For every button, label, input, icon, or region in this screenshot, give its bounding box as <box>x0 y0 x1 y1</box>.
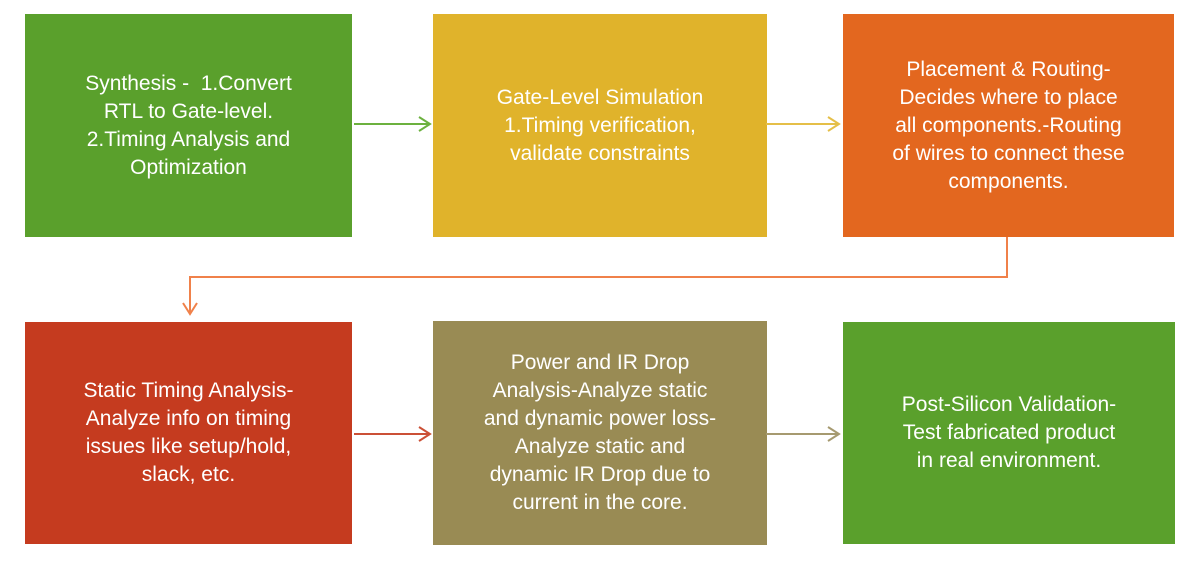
flow-step-placement-routing: Placement & Routing- Decides where to pl… <box>843 14 1174 237</box>
flow-step-gate-level-simulation: Gate-Level Simulation 1.Timing verificat… <box>433 14 767 237</box>
flow-step-power-ir-drop-analysis: Power and IR Drop Analysis-Analyze stati… <box>433 321 767 545</box>
arrow-synthesis-to-gate-level-simulation <box>354 116 432 132</box>
arrow-placement-routing-to-static-timing-analysis <box>182 237 1008 316</box>
arrow-gate-level-simulation-to-placement-routing <box>766 116 841 132</box>
arrow-static-timing-analysis-to-power-ir-drop-analysis <box>354 426 432 442</box>
flow-step-static-timing-analysis: Static Timing Analysis- Analyze info on … <box>25 322 352 544</box>
flow-step-synthesis: Synthesis - 1.Convert RTL to Gate-level.… <box>25 14 352 237</box>
arrow-power-ir-drop-analysis-to-post-silicon-validation <box>766 426 841 442</box>
flow-step-post-silicon-validation: Post-Silicon Validation- Test fabricated… <box>843 322 1175 544</box>
